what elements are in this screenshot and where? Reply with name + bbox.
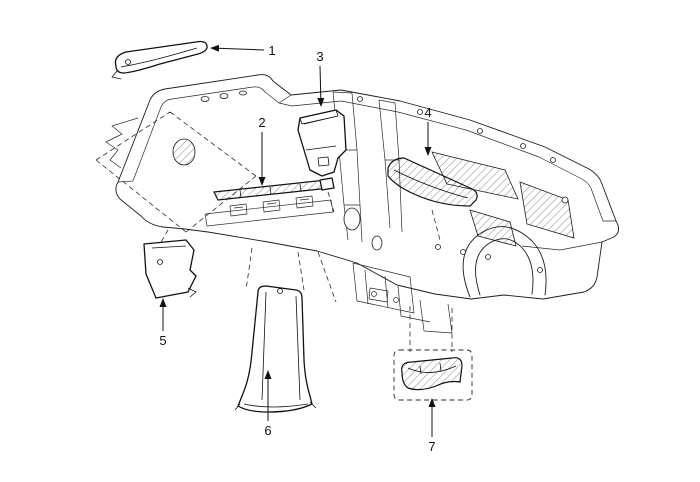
part-4-detail	[393, 169, 469, 199]
projection-part4	[431, 209, 441, 241]
part-2-front-door-scuff-trim	[213, 179, 331, 201]
part-1-outline	[114, 40, 208, 74]
part-4-rear-door-scuff-trim	[387, 157, 478, 207]
part-3-detail	[299, 109, 339, 167]
wheel-arch	[462, 226, 547, 298]
part-1-detail	[111, 47, 198, 80]
part-3-b-pillar-upper-trim	[297, 109, 347, 191]
callouts: 1 2 3 4 5 6 7	[159, 43, 435, 454]
part-6-outline	[237, 285, 313, 413]
speaker-hole	[172, 138, 196, 166]
part-1-windshield-side-garnish	[111, 40, 208, 80]
body-inner-lines	[105, 86, 616, 251]
body-hatch-patch-2	[519, 181, 575, 239]
part-7-outline	[401, 357, 463, 391]
part-7-rear-scuff-trim	[401, 357, 463, 391]
part-2-outline	[213, 179, 331, 201]
part-2-detail	[239, 183, 302, 198]
part-6-b-pillar-lower-trim	[234, 285, 317, 413]
part-5-detail	[151, 245, 197, 298]
callout-4: 4	[424, 105, 431, 120]
part-7-detail	[407, 362, 457, 375]
leader-lines	[159, 44, 436, 437]
projection-part6	[245, 247, 337, 303]
callout-2: 2	[258, 115, 265, 130]
part-5-cowl-side-trim	[143, 239, 197, 299]
body-structure	[105, 74, 619, 334]
part-5-outline	[143, 239, 197, 299]
body-hatch-patch-1	[431, 151, 519, 200]
projection-diamond-left	[95, 111, 257, 233]
projection-part5	[159, 229, 169, 245]
projection-part3	[327, 191, 335, 213]
leader-line-3	[317, 65, 325, 107]
callout-7: 7	[428, 439, 435, 454]
callout-1: 1	[268, 43, 275, 58]
floor-bracket	[352, 262, 453, 334]
part-3-outline	[297, 109, 347, 177]
callout-3: 3	[316, 49, 323, 64]
callout-6: 6	[264, 423, 271, 438]
sill-clips	[229, 195, 314, 217]
part-6-detail	[234, 288, 317, 411]
part-3-bracket	[319, 177, 335, 191]
callout-5: 5	[159, 333, 166, 348]
body-outer-contour	[115, 74, 619, 300]
projection-part7	[409, 306, 453, 352]
leader-line-1	[210, 44, 265, 52]
